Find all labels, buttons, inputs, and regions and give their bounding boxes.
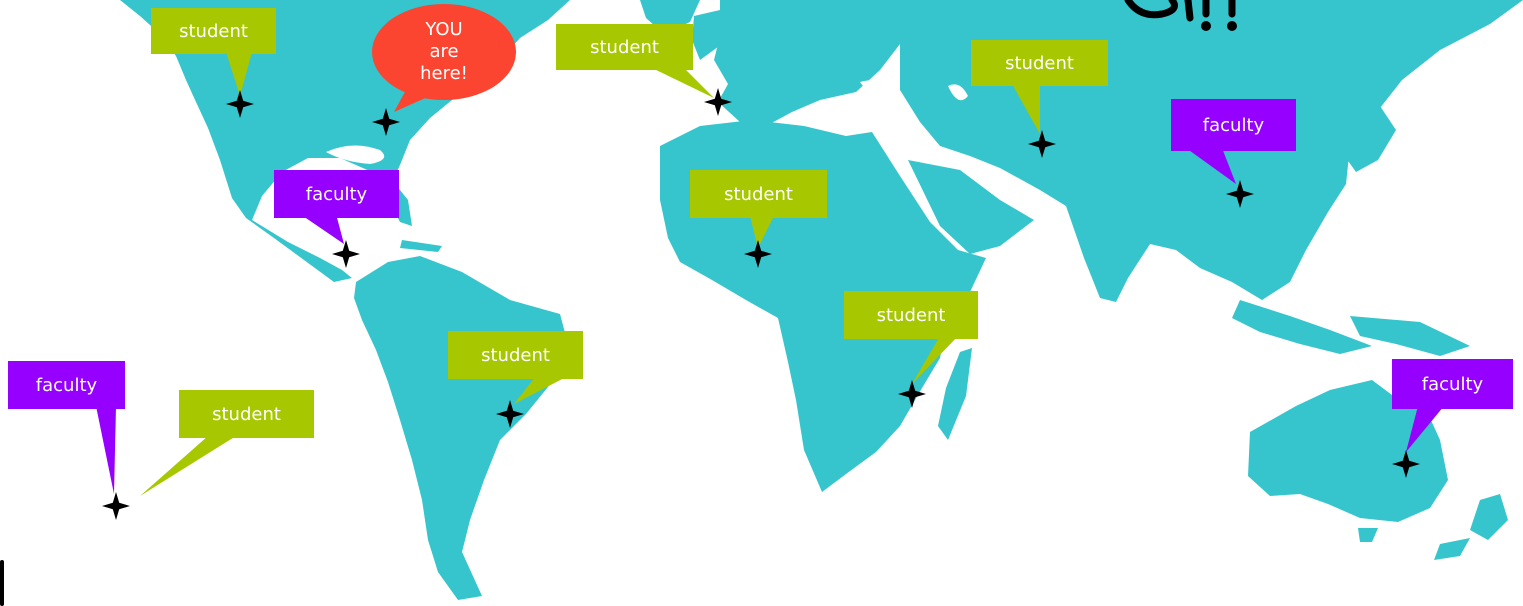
callout-faculty-central-america: faculty xyxy=(274,170,399,218)
land-madagascar xyxy=(938,348,972,440)
land-south-america xyxy=(354,256,568,600)
land-arabia xyxy=(908,160,1034,254)
callout-student-central-asia: student xyxy=(971,40,1108,86)
marker-student-central-asia-four-point-star-icon xyxy=(1028,130,1056,158)
pointer-student-iberia xyxy=(652,68,714,98)
land-new-zealand xyxy=(1470,494,1508,540)
marker-faculty-pacific-four-point-star-icon xyxy=(102,492,130,520)
pointer-student-west-africa xyxy=(750,216,774,248)
you-line-2: are xyxy=(429,41,459,62)
marker-student-brazil-four-point-star-icon xyxy=(496,400,524,428)
land-australia xyxy=(1248,380,1448,522)
marker-student-east-africa-four-point-star-icon xyxy=(898,380,926,408)
marker-student-iberia-four-point-star-icon xyxy=(704,88,732,116)
pointer-student-brazil xyxy=(514,376,568,404)
pointer-faculty-central-america xyxy=(300,214,344,244)
callout-faculty-east-asia: faculty xyxy=(1171,99,1296,151)
you-line-1: YOU xyxy=(425,19,463,40)
marker-faculty-central-america-four-point-star-icon xyxy=(332,240,360,268)
land-indonesia-east xyxy=(1350,316,1470,356)
inland-water-2 xyxy=(860,80,890,93)
pointer-student-western-north-america xyxy=(226,52,252,96)
inland-water-3 xyxy=(948,84,968,101)
callout-student-east-africa: student xyxy=(844,291,978,339)
title-text-fragment xyxy=(1124,0,1237,31)
pointer-faculty-australia xyxy=(1406,406,1444,452)
land-tasmania xyxy=(1358,528,1378,542)
land-nz-south xyxy=(1434,538,1470,560)
land-se-asia-islands xyxy=(1232,300,1372,354)
pointer-student-pacific xyxy=(140,436,236,496)
callout-student-west-africa: student xyxy=(690,170,827,218)
marker-student-western-north-america-four-point-star-icon xyxy=(226,90,254,118)
land-japan xyxy=(1346,106,1396,172)
callout-student-iberia: student xyxy=(556,24,693,70)
land-uk-ireland xyxy=(692,10,722,60)
pointer-student-east-africa xyxy=(912,336,958,384)
marker-faculty-australia-four-point-star-icon xyxy=(1392,450,1420,478)
callout-faculty-australia: faculty xyxy=(1392,359,1513,409)
inland-water-1 xyxy=(820,116,880,128)
pointer-student-central-asia xyxy=(1012,84,1040,134)
land-masses xyxy=(120,0,1523,600)
location-markers xyxy=(102,88,1420,520)
land-europe xyxy=(714,0,900,126)
callout-faculty-pacific: faculty xyxy=(8,361,125,409)
marker-faculty-east-asia-four-point-star-icon xyxy=(1226,180,1254,208)
you-are-here-bubble: YOU are here! xyxy=(372,4,516,100)
inland-water-0 xyxy=(326,145,385,164)
callout-student-brazil: student xyxy=(448,331,583,379)
marker-student-west-africa-four-point-star-icon xyxy=(744,240,772,268)
pointer-faculty-pacific xyxy=(96,406,116,494)
marker-you-are-here-four-point-star-icon xyxy=(372,108,400,136)
callout-student-western-north-america: student xyxy=(151,8,276,54)
pointer-faculty-east-asia xyxy=(1186,148,1236,184)
edge-stroke xyxy=(0,560,4,606)
you-line-3: here! xyxy=(420,63,468,84)
land-caribbean xyxy=(400,240,442,252)
callout-student-pacific: student xyxy=(179,390,314,438)
